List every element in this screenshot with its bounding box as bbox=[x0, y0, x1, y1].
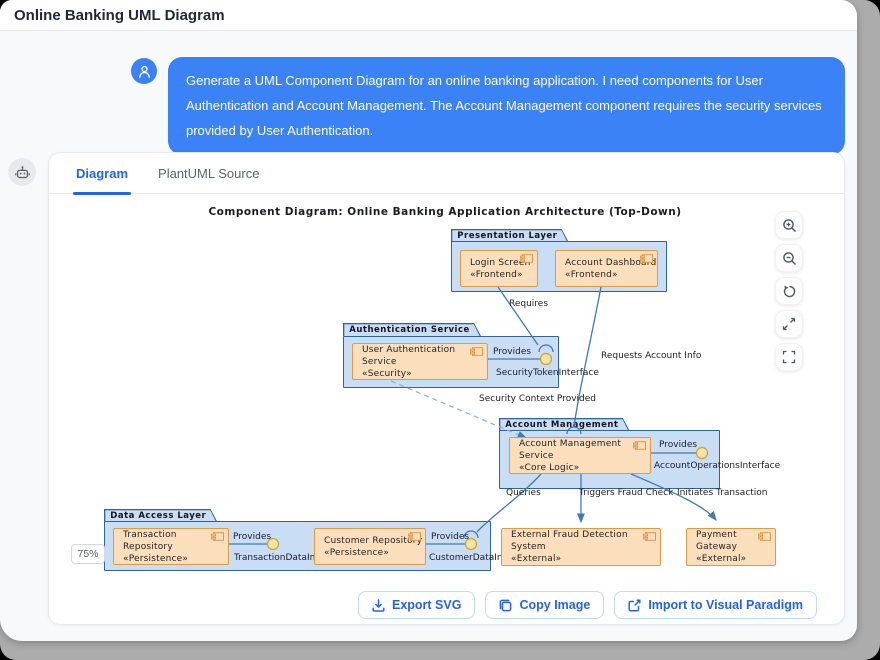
package-tab-data-access-layer: Data Access Layer bbox=[104, 509, 218, 522]
component-transaction-repository: Transaction Repository «Persistence» bbox=[113, 528, 229, 565]
relation-label-requests-account-info: Requests Account Info bbox=[601, 351, 702, 361]
uml-component-icon bbox=[408, 532, 421, 541]
relation-label-requires: Requires bbox=[509, 299, 549, 309]
robot-icon bbox=[14, 165, 30, 178]
relation-label-queries: Queries bbox=[506, 488, 541, 498]
interface-label-customerdatainterface: CustomerDataInterface bbox=[429, 553, 535, 563]
zoom-out-button[interactable] bbox=[775, 244, 803, 272]
interface-label-securitytokeninterface: SecurityTokenInterface bbox=[496, 368, 599, 378]
fullscreen-icon bbox=[782, 350, 796, 364]
component-login-screen: Login Screen «Frontend» bbox=[460, 250, 538, 287]
page-title: Online Banking UML Diagram bbox=[14, 6, 225, 24]
user-message-bubble: Generate a UML Component Diagram for an … bbox=[168, 57, 845, 155]
copy-icon bbox=[500, 599, 512, 611]
reset-view-icon bbox=[783, 285, 795, 297]
component-user-authentication-service: User Authentication Service «Security» bbox=[352, 343, 488, 380]
connector-lines bbox=[229, 286, 717, 551]
external-link-icon bbox=[628, 598, 641, 612]
uml-component-icon bbox=[470, 347, 483, 356]
diagram-title: Component Diagram: Online Banking Applic… bbox=[208, 206, 682, 218]
uml-component-icon bbox=[643, 532, 656, 541]
interface-label-accountoperationsinterface: AccountOperationsInterface bbox=[654, 461, 781, 471]
download-icon bbox=[372, 598, 385, 612]
relation-label-security-context-provided: Security Context Provided bbox=[479, 394, 597, 404]
package-tab-presentation-layer: Presentation Layer bbox=[451, 229, 569, 242]
component-account-management-service: Account Management Service «Core Logic» bbox=[509, 437, 651, 474]
diagram-card: Diagram PlantUML Source Component Diagra… bbox=[48, 152, 845, 625]
provides-label-transaction-data: Provides bbox=[233, 532, 272, 542]
action-button-row: Export SVG Copy Image Import to Visual P… bbox=[358, 591, 817, 619]
copy-image-button[interactable]: Copy Image bbox=[485, 591, 605, 619]
expand-icon bbox=[782, 317, 796, 331]
expand-button[interactable] bbox=[775, 310, 803, 338]
assistant-avatar bbox=[8, 158, 36, 186]
uml-component-icon bbox=[640, 254, 653, 263]
app-window: Online Banking UML Diagram Generate a UM… bbox=[0, 0, 857, 641]
zoom-in-button[interactable] bbox=[775, 211, 803, 239]
provides-label-account-operations: Provides bbox=[659, 440, 698, 450]
relation-label-triggers-fraud-check: Triggers Fraud Check bbox=[579, 488, 674, 498]
app-header: Online Banking UML Diagram bbox=[0, 0, 857, 31]
relation-label-initiates-transaction: Initiates Transaction bbox=[677, 488, 768, 498]
provides-label-security: Provides bbox=[493, 347, 532, 357]
uml-component-icon bbox=[633, 441, 646, 450]
interface-label-transactiondatainterface: TransactionDataInterface bbox=[234, 553, 348, 563]
zoom-control-panel bbox=[775, 211, 803, 371]
uml-component-icon bbox=[758, 532, 771, 541]
import-to-visual-paradigm-button[interactable]: Import to Visual Paradigm bbox=[614, 591, 817, 619]
uml-component-icon bbox=[520, 254, 533, 263]
tab-plantuml-source[interactable]: PlantUML Source bbox=[158, 165, 260, 181]
package-tab-authentication-service: Authentication Service bbox=[343, 323, 481, 336]
tab-bar: Diagram PlantUML Source bbox=[49, 153, 844, 195]
zoom-level-badge: 75% bbox=[71, 544, 105, 564]
component-customer-repository: Customer Repository «Persistence» bbox=[314, 528, 426, 565]
component-account-dashboard: Account Dashboard «Frontend» bbox=[555, 250, 658, 287]
export-svg-button[interactable]: Export SVG bbox=[358, 591, 476, 619]
fullscreen-button[interactable] bbox=[775, 343, 803, 371]
user-avatar bbox=[131, 58, 157, 84]
component-payment-gateway: Payment Gateway «External» bbox=[686, 528, 776, 566]
uml-component-icon bbox=[211, 532, 224, 541]
diagram-viewport[interactable]: Component Diagram: Online Banking Applic… bbox=[65, 195, 830, 571]
zoom-out-icon bbox=[782, 251, 796, 265]
package-tab-account-management: Account Management bbox=[499, 418, 630, 431]
component-external-fraud-detection-system: External Fraud Detection System «Externa… bbox=[501, 528, 661, 566]
provides-label-customer-data: Provides bbox=[431, 532, 470, 542]
tab-diagram[interactable]: Diagram bbox=[72, 153, 132, 195]
reset-view-button[interactable] bbox=[775, 277, 803, 305]
zoom-in-icon bbox=[782, 218, 796, 232]
person-icon bbox=[138, 65, 150, 78]
